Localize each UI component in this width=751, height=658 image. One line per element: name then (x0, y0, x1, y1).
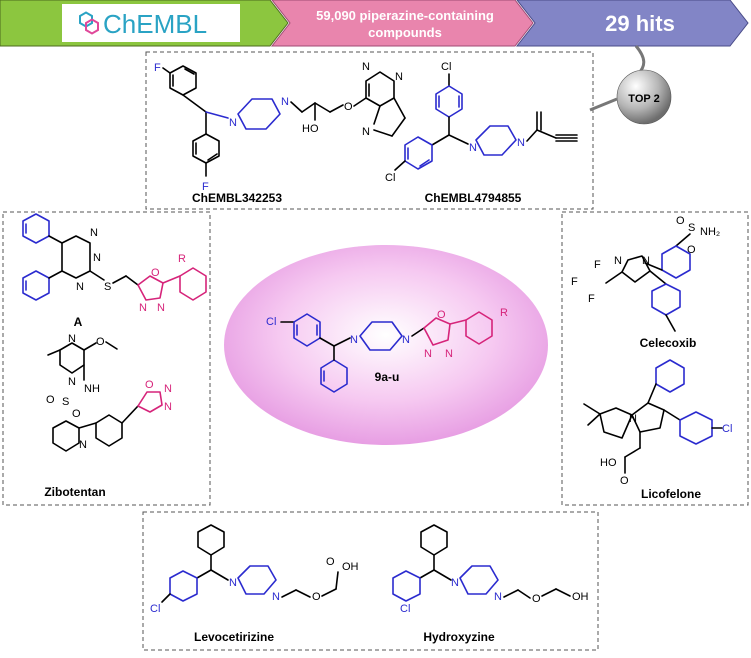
step2-line2: compounds (368, 25, 442, 40)
svg-text:O: O (620, 475, 629, 487)
svg-text:OH: OH (572, 591, 589, 603)
chembl-logo-text: ChEMBL (103, 9, 207, 39)
svg-text:N: N (76, 281, 84, 293)
label-hydroxyzine: Hydroxyzine (423, 630, 495, 644)
svg-text:F: F (588, 293, 595, 305)
svg-text:N: N (629, 413, 637, 425)
center-highlight-oval (224, 245, 548, 445)
svg-text:N: N (424, 348, 432, 360)
chembl-logo-icon (79, 11, 99, 35)
svg-text:F: F (154, 62, 161, 74)
svg-text:Cl: Cl (385, 172, 395, 184)
svg-text:N: N (642, 255, 650, 267)
right-reference-box (561, 211, 749, 506)
svg-text:N: N (139, 302, 147, 314)
svg-text:O: O (344, 101, 353, 113)
svg-text:N: N (494, 591, 502, 603)
svg-text:N: N (229, 577, 237, 589)
structure-levocetirizine: Cl N N O OH O Levocetirizine (150, 524, 359, 644)
structure-9a-u: Cl N N O N N R 9a-u (266, 307, 508, 393)
structure-chembl4794855: Cl Cl N N ChEMBL4794855 (385, 61, 578, 205)
svg-text:Cl: Cl (150, 603, 160, 615)
svg-text:O: O (145, 379, 154, 391)
svg-text:O: O (46, 394, 55, 406)
label-levocetirizine: Levocetirizine (194, 630, 274, 644)
svg-text:N: N (90, 227, 98, 239)
svg-text:N: N (362, 61, 370, 73)
step3-hits-text: 29 hits (605, 11, 675, 36)
top2-ball (616, 69, 672, 125)
structure-A: N N N S O N N R A (22, 213, 207, 329)
label-licofelone: Licofelone (641, 487, 701, 501)
svg-text:N: N (395, 71, 403, 83)
left-reference-box (2, 211, 211, 506)
svg-text:NH₂: NH₂ (700, 226, 720, 238)
top-hits-box (145, 51, 594, 210)
svg-text:N: N (281, 96, 289, 108)
step2-line1: 59,090 piperazine-containing (316, 8, 494, 23)
svg-text:S: S (104, 281, 111, 293)
svg-text:N: N (445, 348, 453, 360)
structure-licofelone: N Cl HO O Licofelone (583, 359, 732, 501)
svg-text:S: S (688, 222, 695, 234)
svg-text:N: N (402, 334, 410, 346)
svg-text:N: N (68, 376, 76, 388)
top2-text: TOP 2 (628, 93, 659, 105)
svg-text:O: O (72, 408, 81, 420)
step2-compounds-arrow (270, 0, 534, 47)
label-chembl4794855: ChEMBL4794855 (425, 191, 522, 205)
svg-text:N: N (157, 302, 165, 314)
label-9a-u: 9a-u (375, 370, 400, 384)
svg-text:F: F (202, 181, 209, 193)
workflow-banner: ChEMBL 59,090 piperazine-containing comp… (0, 0, 749, 47)
structure-chembl342253: F F N N HO O N N N ChEMBL342253 (154, 61, 406, 205)
svg-text:O: O (151, 267, 160, 279)
svg-text:O: O (96, 336, 105, 348)
svg-text:N: N (79, 439, 87, 451)
svg-text:O: O (326, 556, 335, 568)
svg-text:Cl: Cl (722, 423, 732, 435)
svg-text:O: O (687, 244, 696, 256)
label-chembl342253: ChEMBL342253 (192, 191, 282, 205)
svg-text:R: R (178, 253, 186, 265)
svg-text:F: F (594, 259, 601, 271)
bottom-reference-box (142, 511, 599, 651)
svg-text:N: N (68, 333, 76, 345)
label-A: A (74, 315, 83, 329)
svg-text:N: N (164, 383, 172, 395)
svg-text:Cl: Cl (400, 603, 410, 615)
svg-text:HO: HO (302, 123, 319, 135)
svg-text:Cl: Cl (441, 61, 451, 73)
label-celecoxib: Celecoxib (640, 336, 697, 350)
svg-text:N: N (614, 255, 622, 267)
svg-text:O: O (437, 309, 446, 321)
structure-hydroxyzine: Cl N N O OH Hydroxyzine (392, 524, 589, 644)
svg-text:N: N (229, 117, 237, 129)
svg-text:NH: NH (84, 383, 100, 395)
structure-celecoxib: S O O NH₂ N N F F F Celecoxib (571, 215, 720, 350)
structure-zibotentan: N N O NH S O O N O N N Zibotentan (44, 333, 172, 499)
svg-text:O: O (676, 215, 685, 227)
svg-text:N: N (451, 577, 459, 589)
svg-text:OH: OH (342, 561, 359, 573)
svg-text:F: F (571, 276, 578, 288)
svg-text:N: N (362, 126, 370, 138)
svg-text:R: R (500, 307, 508, 319)
svg-text:N: N (350, 334, 358, 346)
svg-text:N: N (517, 137, 525, 149)
svg-text:O: O (312, 591, 321, 603)
label-zibotentan: Zibotentan (44, 485, 105, 499)
svg-text:O: O (532, 593, 541, 605)
top2-pointer (589, 97, 618, 112)
svg-text:N: N (93, 252, 101, 264)
svg-text:HO: HO (600, 457, 617, 469)
svg-text:S: S (62, 396, 69, 408)
svg-text:Cl: Cl (266, 316, 276, 328)
top2-badge: TOP 2 (616, 69, 672, 125)
svg-text:N: N (272, 591, 280, 603)
svg-text:N: N (164, 401, 172, 413)
svg-text:N: N (469, 142, 477, 154)
step3-hits-arrow (515, 0, 749, 47)
